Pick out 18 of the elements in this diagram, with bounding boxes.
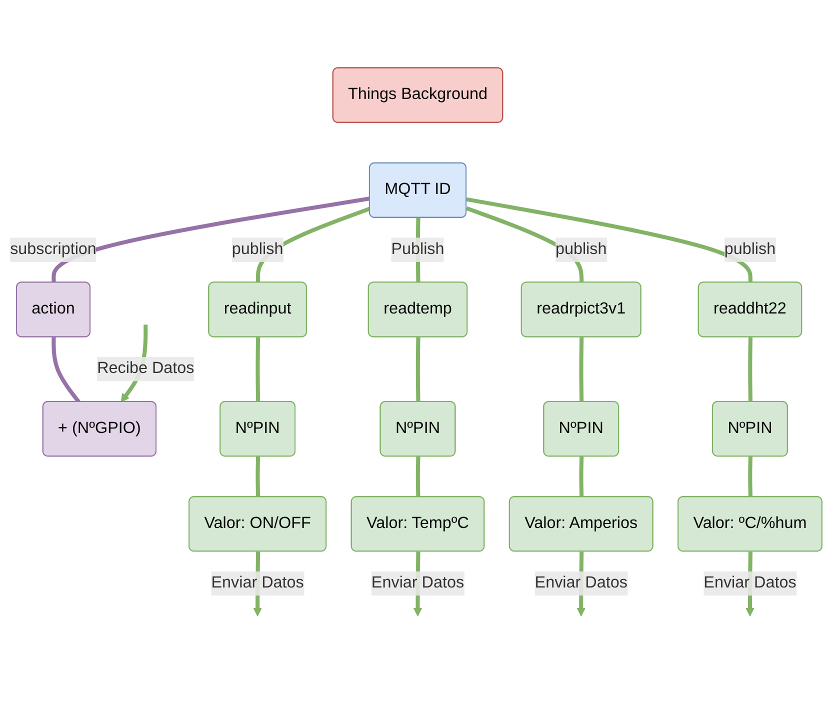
connector	[579, 456, 584, 498]
connector	[256, 456, 260, 498]
connector	[416, 456, 420, 498]
edge-label: publish	[555, 240, 607, 258]
connector	[748, 337, 752, 402]
edge-label: Enviar Datos	[371, 574, 464, 592]
connector	[416, 337, 420, 402]
connector	[748, 456, 752, 498]
edge-label: Enviar Datos	[211, 574, 304, 592]
edge-label: publish	[232, 240, 284, 258]
edge-label: Publish	[391, 240, 444, 258]
edge-label: publish	[724, 240, 776, 258]
edge-label: Recibe Datos	[97, 360, 194, 378]
connector	[256, 337, 260, 402]
edge-label: subscription	[10, 240, 96, 258]
edge-label: Enviar Datos	[534, 574, 628, 592]
connector	[579, 337, 584, 402]
edge-label: Enviar Datos	[704, 574, 796, 592]
